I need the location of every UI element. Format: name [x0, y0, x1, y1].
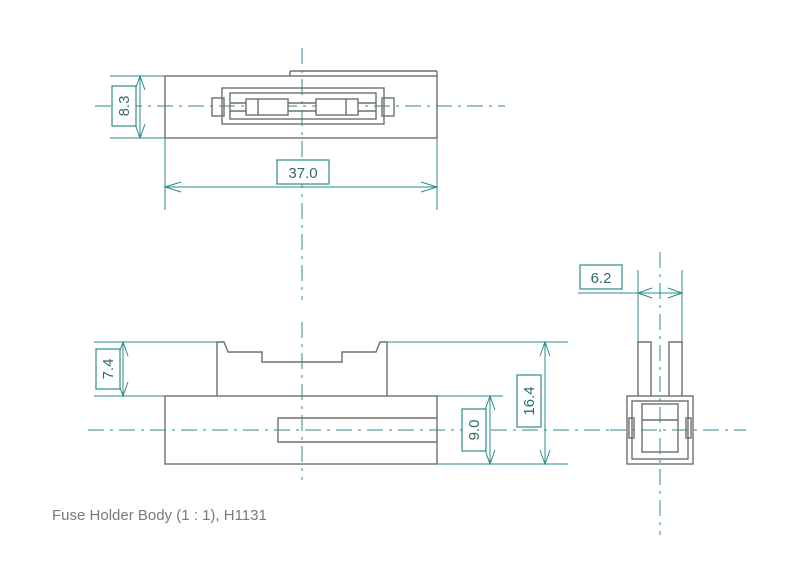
dim-label-front-total: 16.4 — [521, 386, 538, 415]
dim-box-6-2 — [579, 264, 623, 290]
dim-label-top-height: 8.3 — [116, 96, 133, 117]
top-view-right-tab — [381, 97, 395, 117]
dim-box-37-0 — [276, 159, 330, 185]
top-view: 8.3 37.0 — [95, 48, 505, 300]
dim-label-front-upper: 7.4 — [100, 359, 117, 380]
top-view-left-contact — [245, 98, 289, 116]
top-view-right-contact — [315, 98, 359, 116]
dim-box-8-3 — [111, 85, 137, 127]
dim-box-9-0 — [461, 408, 487, 452]
top-view-contact-frame — [221, 87, 385, 125]
side-view-left-latch — [637, 341, 652, 396]
top-view-left-tab — [211, 97, 225, 117]
dim-label-front-slot: 9.0 — [466, 420, 483, 441]
front-view: 7.4 16.4 9.0 — [88, 322, 610, 480]
front-view-upper-profile — [216, 341, 388, 396]
dim-box-7-4 — [95, 348, 121, 390]
drawing-caption: Fuse Holder Body (1 : 1), H1131 — [52, 507, 267, 524]
dim-box-16-4 — [516, 374, 542, 428]
side-view: 6.2 — [578, 252, 746, 535]
top-view-body-outline — [164, 75, 438, 139]
front-view-body-outline — [164, 395, 438, 465]
side-view-body-outline — [626, 395, 694, 465]
dim-label-top-length: 37.0 — [288, 165, 317, 182]
dim-label-side-width: 6.2 — [591, 270, 612, 287]
side-view-right-latch — [668, 341, 683, 396]
front-view-slot — [277, 417, 437, 443]
side-view-cavity — [641, 403, 679, 453]
